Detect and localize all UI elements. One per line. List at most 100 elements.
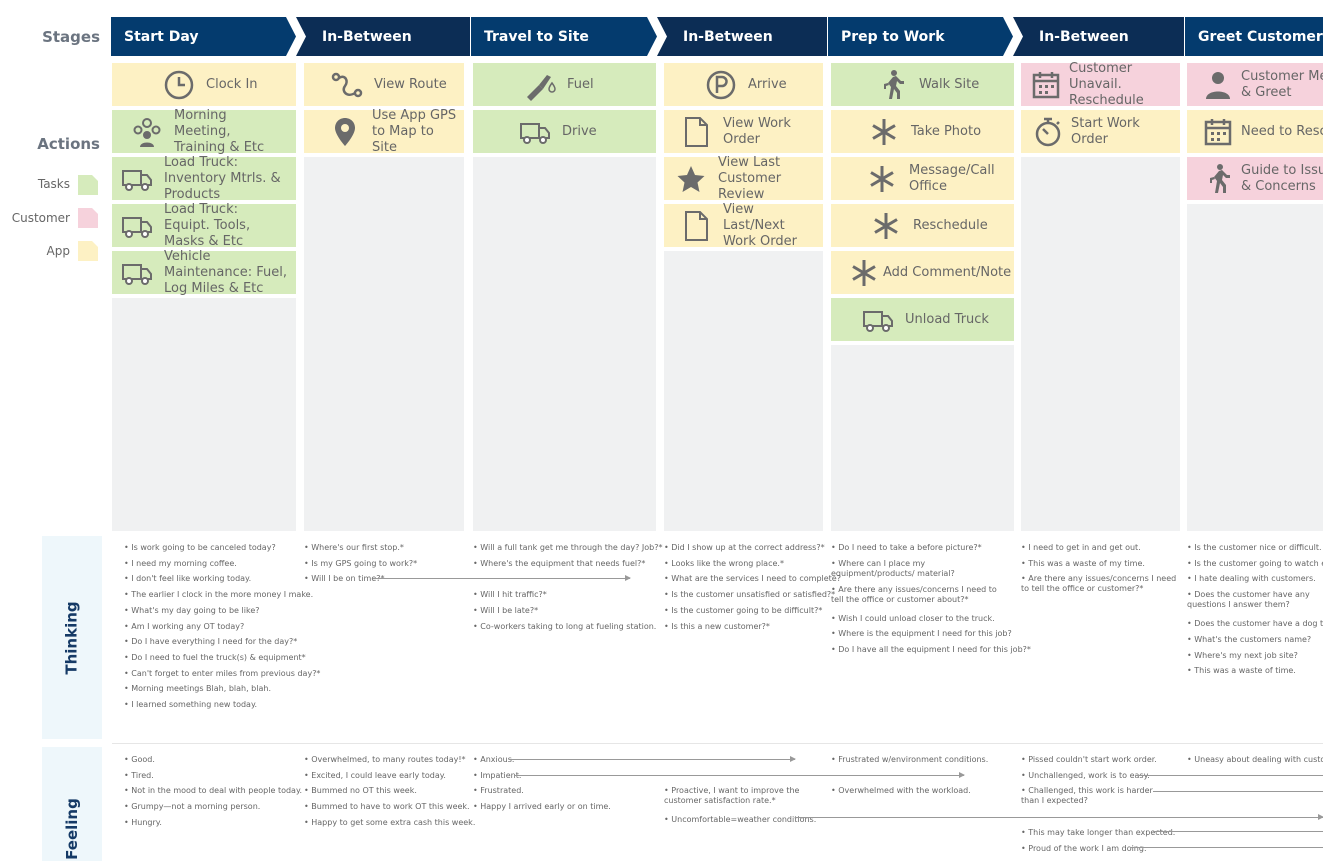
thinking-item: • Does the customer have a dog they need: [1187, 619, 1323, 629]
feeling-item: • Impatient.: [473, 770, 522, 780]
thinking-item: • Did I show up at the correct address?*: [664, 543, 825, 552]
legend-customer-label: Customer: [11, 211, 70, 225]
thinking-item: • What's my day going to be like?: [124, 605, 260, 615]
feeling-band: Feeling: [42, 747, 102, 861]
action-label: Vehicle Maintenance: Fuel, Log Miles & E…: [164, 248, 287, 296]
thinking-item: • Wish I could unload closer to the truc…: [831, 613, 995, 623]
action-customer-meet-greet: Customer Meet & Greet: [1187, 63, 1323, 106]
map-pin-icon: [328, 115, 362, 149]
feeling-line-longer: [1153, 831, 1323, 832]
thinking-item: • Am I working any OT today?: [124, 621, 245, 631]
thinking-item: • Do I have all the equipment I need for…: [831, 645, 1031, 655]
action-label: View Work Order: [723, 115, 791, 147]
legend-app-label: App: [46, 244, 70, 258]
thinking-item: • Morning meetings Blah, blah, blah.: [124, 684, 271, 694]
feeling-list-in-between-1: • Overwhelmed, to many routes today!* • …: [304, 752, 475, 831]
feeling-item: • Overwhelmed, to many routes today!*: [304, 755, 466, 764]
action-customer-unavailable: Customer Unavail. Reschedule: [1021, 61, 1180, 108]
stopwatch-icon: [1031, 115, 1065, 149]
truck-icon: [120, 162, 154, 196]
feeling-list-travel-to-site: • Anxious. • Impatient. • Frustrated. • …: [473, 752, 656, 815]
feeling-item: • Pissed couldn't start work order.: [1021, 755, 1157, 764]
feeling-item: • Frustrated w/environment conditions.: [831, 755, 989, 764]
walking-person-icon: [875, 68, 909, 102]
action-add-comment-note: Add Comment/Note: [831, 251, 1014, 294]
legend-app-swatch: [78, 241, 98, 261]
asterisk-icon: [867, 115, 901, 149]
feeling-item: • Grumpy—not a morning person.: [124, 802, 261, 812]
action-arrive: Arrive: [664, 63, 823, 106]
action-label: View Last Customer Review: [718, 154, 782, 202]
action-label: Customer Meet & Greet: [1241, 68, 1323, 100]
thinking-item: • Is the customer going to watch everyth…: [1187, 558, 1323, 568]
stage-label: Start Day: [124, 28, 199, 45]
thinking-item: • This was a waste of my time.: [1021, 558, 1145, 568]
thinking-item: • Where can I place my equipment/product…: [831, 558, 955, 578]
feeling-label: Feeling: [63, 798, 81, 860]
action-view-last-next-work-order: View Last/Next Work Order: [664, 202, 823, 249]
legend-tasks-swatch: [78, 175, 98, 195]
thinking-item: • Is work going to be canceled today?: [124, 543, 276, 552]
action-clock-in: Clock In: [112, 63, 296, 106]
action-use-app-gps: Use App GPS to Map to Site: [304, 108, 464, 155]
truck-icon: [518, 115, 552, 149]
feeling-arrow-impatient: [515, 772, 965, 778]
action-start-work-order: Start Work Order: [1021, 110, 1180, 153]
feeling-list-prep-to-work: • Frustrated w/environment conditions. •…: [831, 752, 1011, 799]
thinking-item: • Will I be on time?*: [304, 574, 385, 584]
action-label: Arrive: [748, 76, 787, 92]
thinking-item: • Where is the equipment I need for this…: [831, 629, 1012, 639]
spacer: [473, 571, 656, 587]
feeling-list-greet-customer: • Uneasy about dealing with customers.: [1187, 752, 1323, 768]
stage-greet-customer: Greet Customer: [1185, 17, 1323, 56]
stage-travel-to-site: Travel to Site: [471, 17, 657, 56]
thinking-list-in-between-3: • I need to get in and get out. • This w…: [1021, 540, 1178, 600]
feeling-item: • Bummed no OT this week.: [304, 786, 417, 796]
thinking-item: • Will a full tank get me through the da…: [473, 543, 663, 552]
feeling-item: • Tired.: [124, 770, 154, 780]
thinking-list-travel-to-site: • Will a full tank get me through the da…: [473, 540, 663, 634]
stage-label: In-Between: [322, 28, 412, 45]
calendar-icon: [1201, 115, 1235, 149]
feeling-list-in-between-3: • Pissed couldn't start work order. • Un…: [1021, 752, 1176, 857]
actions-heading: Actions: [37, 135, 100, 153]
action-label: Add Comment/Note: [883, 264, 1012, 280]
feeling-item: • Hungry.: [124, 817, 162, 827]
action-view-route: View Route: [304, 63, 464, 106]
parking-icon: [704, 68, 738, 102]
feeling-item: • Good.: [124, 755, 155, 764]
fuel-nozzle-icon: [523, 68, 557, 102]
spacer: [1021, 812, 1156, 825]
action-label: Take Photo: [911, 123, 982, 139]
action-label: Load Truck: Inventory Mtrls. & Products: [164, 154, 281, 202]
spacer: [831, 768, 1011, 784]
feeling-item: • Overwhelmed with the workload.: [831, 786, 971, 796]
thinking-list-greet-customer: • Is the customer nice or difficult. • I…: [1187, 540, 1323, 679]
empty-lane-4: [664, 251, 823, 531]
feeling-list-in-between-2: • Proactive, I want to improve the custo…: [664, 752, 824, 828]
calendar-icon: [1029, 68, 1063, 102]
action-drive: Drive: [473, 110, 656, 153]
feeling-item: • Unchallenged, work is to easy.: [1021, 770, 1150, 780]
thinking-item: • Are there any issues/concerns I need t…: [1021, 574, 1177, 594]
action-view-work-order: View Work Order: [664, 110, 823, 153]
action-unload-truck: Unload Truck: [831, 298, 1014, 341]
feeling-item: • This may take longer than expected.: [1021, 828, 1176, 838]
thinking-item: • Is the customer going to be difficult?…: [664, 605, 823, 615]
action-vehicle-maintenance: Vehicle Maintenance: Fuel, Log Miles & E…: [112, 248, 296, 296]
thinking-item: • Can't forget to enter miles from previ…: [124, 668, 321, 678]
action-label: Drive: [562, 123, 597, 139]
document-icon: [679, 115, 713, 149]
thinking-item: • Looks like the wrong place.*: [664, 558, 784, 568]
feeling-item: • Excited, I could leave early today.: [304, 770, 446, 780]
truck-icon: [861, 303, 895, 337]
thinking-item: • Do I need to take a before picture?*: [831, 543, 982, 552]
thinking-item: • Is the customer unsatisfied or satisfi…: [664, 590, 836, 600]
document-icon: [679, 209, 713, 243]
thinking-item: • Is my GPS going to work?*: [304, 558, 418, 568]
empty-lane-1: [112, 298, 296, 531]
feeling-line-proud: [1130, 847, 1323, 848]
action-label: Walk Site: [919, 76, 980, 92]
person-icon: [1201, 68, 1235, 102]
thinking-item: • Where's our first stop.*: [304, 543, 404, 552]
